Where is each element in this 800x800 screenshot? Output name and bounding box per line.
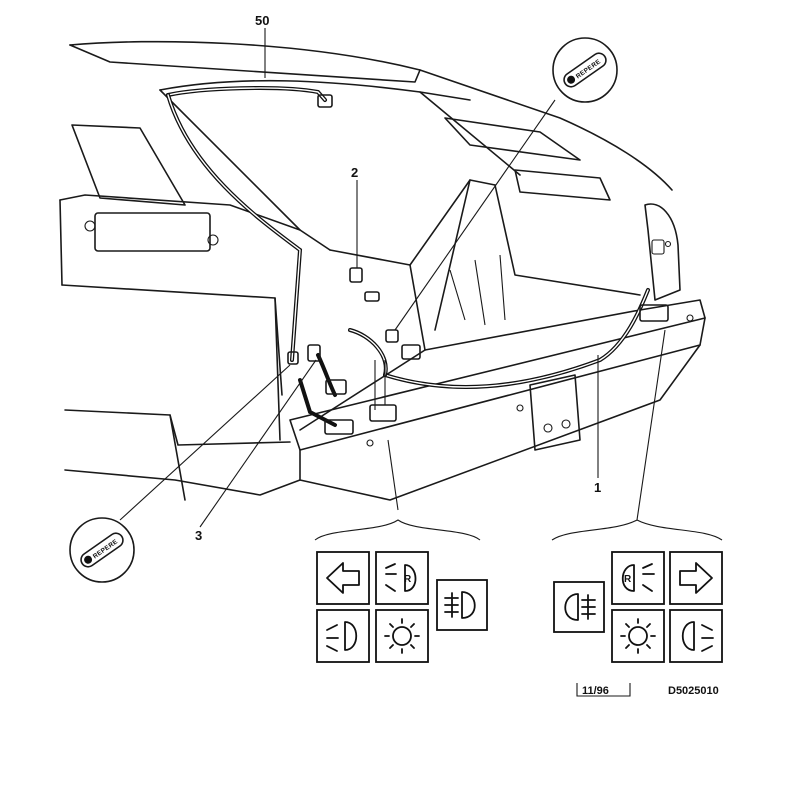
rear-fog-light-icon	[553, 581, 605, 633]
connector-2	[349, 267, 363, 283]
diagram-code: D5025010	[668, 685, 719, 697]
leader-lines	[119, 28, 723, 541]
reverse-light-icon: R	[375, 551, 429, 605]
reverse-letter-left: R	[404, 574, 412, 585]
symbol-group-left: R	[316, 551, 488, 663]
connector-lower	[325, 379, 347, 395]
brake-light-icon	[375, 609, 429, 663]
callout-2: 2	[351, 165, 358, 180]
connector-tag-right	[385, 329, 399, 343]
connector-light-left	[324, 419, 354, 435]
turn-left-arrow-icon	[316, 551, 370, 605]
connector-2b	[364, 291, 380, 302]
callout-1: 1	[594, 480, 601, 495]
callout-3: 3	[195, 528, 202, 543]
reverse-letter-right: R	[624, 574, 632, 585]
connector-roof	[317, 94, 333, 108]
repere-tag-right: REPERE	[552, 37, 618, 103]
tail-light-icon	[669, 609, 723, 663]
brake-light-icon	[611, 609, 665, 663]
connector-bumper	[369, 404, 397, 422]
wiring-harness	[166, 86, 650, 427]
car-body	[59, 40, 706, 501]
symbol-group-right: R	[553, 551, 723, 663]
footer: 11/96 D5025010	[576, 683, 719, 697]
turn-right-arrow-icon	[669, 551, 723, 605]
rear-fog-light-icon	[436, 579, 488, 631]
connector-3	[307, 344, 321, 362]
connector-light-right	[639, 304, 669, 322]
callout-50: 50	[255, 13, 269, 28]
connectors	[287, 94, 669, 435]
repere-tag-left: REPERE	[69, 517, 135, 583]
tail-light-icon	[316, 609, 370, 663]
date-code: 11/96	[582, 685, 609, 697]
connector-boot	[401, 344, 421, 360]
connector-tag-left	[287, 351, 299, 365]
reverse-light-icon: R	[611, 551, 665, 605]
